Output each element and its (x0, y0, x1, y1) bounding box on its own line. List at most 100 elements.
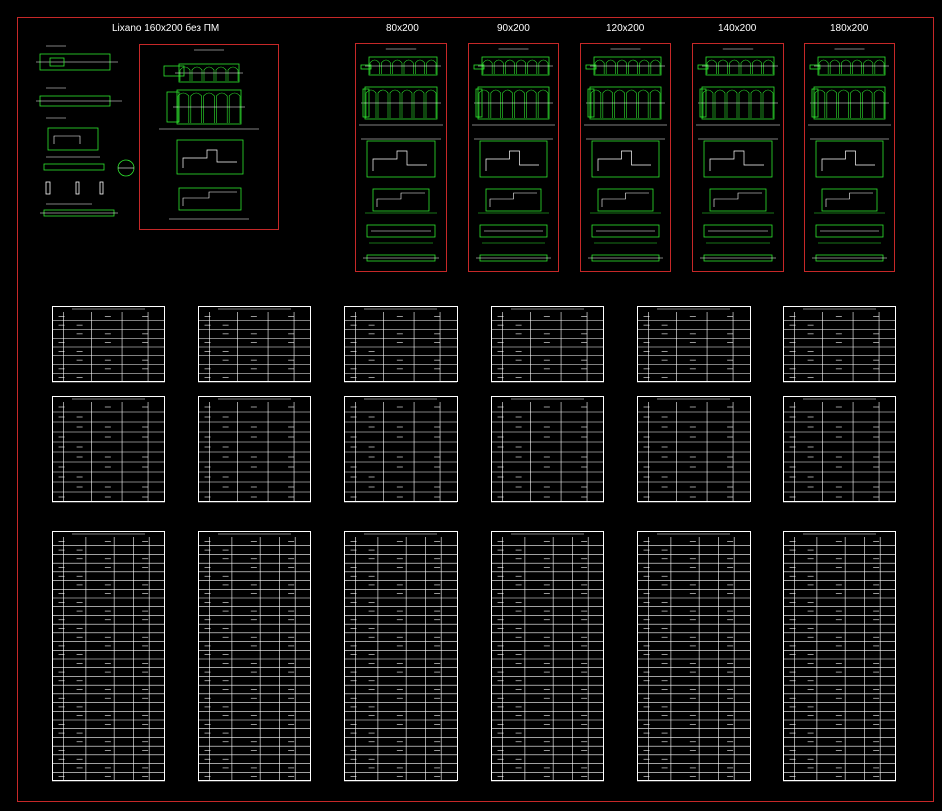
size-title-80: 80x200 (386, 23, 419, 34)
side-panel (587, 88, 595, 118)
panel-arch (752, 59, 762, 74)
panel-arch (718, 59, 728, 74)
table-r1-c3[interactable] (344, 306, 458, 382)
size-title-120: 120x200 (606, 23, 645, 34)
table-r3-c3[interactable] (344, 531, 458, 781)
panel-arch (617, 59, 627, 74)
detail-section (366, 224, 436, 238)
panel-arch (863, 59, 874, 74)
panel-arch (415, 59, 425, 74)
side-outline (182, 191, 237, 206)
panel-arch (538, 59, 549, 74)
panel-arch (873, 89, 885, 118)
panel-arch (638, 89, 649, 118)
table-r1-c6[interactable] (783, 306, 896, 382)
panel-arch (191, 66, 203, 81)
table-r3-c6[interactable] (783, 531, 896, 781)
panel-arch (203, 66, 215, 81)
plan-view (815, 140, 884, 178)
table-r2-c1[interactable] (52, 396, 165, 502)
plan-outline (182, 149, 237, 168)
panel-arch (401, 89, 413, 118)
size-title-180: 180x200 (830, 23, 869, 34)
table-r2-c4[interactable] (491, 396, 604, 502)
plan-view (366, 140, 436, 178)
table-r2-c6[interactable] (783, 396, 896, 502)
table-r1-c2[interactable] (198, 306, 311, 382)
sheet-main[interactable] (139, 44, 279, 230)
side-outline (601, 192, 649, 207)
table-r3-c1[interactable] (52, 531, 165, 781)
detail-block (360, 64, 372, 70)
panel-arch (482, 59, 493, 74)
panel-arch (818, 59, 829, 74)
panel-arch (478, 89, 490, 118)
panel-arch (726, 89, 738, 118)
detail-block (163, 65, 185, 77)
side-outline (713, 192, 762, 207)
side-view (821, 188, 878, 212)
detail-block (697, 64, 709, 70)
panel-arch (605, 59, 616, 74)
panel-arch (215, 66, 227, 81)
sheet-90[interactable] (468, 43, 559, 272)
sheet-140[interactable] (692, 43, 784, 272)
panel-arch (649, 89, 661, 118)
bracket-part (45, 181, 51, 195)
panel-arch (381, 59, 391, 74)
panel-arch (413, 89, 425, 118)
plan-view (703, 140, 773, 178)
panel-arch (874, 59, 885, 74)
table-r1-c5[interactable] (637, 306, 751, 382)
panel-arch (738, 89, 750, 118)
table-r2-c2[interactable] (198, 396, 311, 502)
table-r1-c1[interactable] (52, 306, 165, 382)
table-r2-c5[interactable] (637, 396, 751, 502)
panel-arch (852, 59, 862, 74)
main-title: Lixano 160x200 без ПМ (112, 23, 220, 34)
panel-arch (526, 89, 537, 118)
side-view (597, 188, 654, 212)
sheet-80[interactable] (355, 43, 447, 272)
side-view (709, 188, 767, 212)
side-view (372, 188, 430, 212)
panel-arch (740, 59, 751, 74)
sheet-120[interactable] (580, 43, 671, 272)
table-r3-c4[interactable] (491, 531, 604, 781)
table-r3-c2[interactable] (198, 531, 311, 781)
panel-arch (493, 59, 504, 74)
panel-arch (639, 59, 650, 74)
panel-arch (177, 92, 190, 123)
panel-arch (377, 89, 389, 118)
detail-block (473, 64, 485, 70)
rail-detail (43, 163, 105, 171)
panel-arch (203, 92, 215, 123)
panel-arch (365, 89, 377, 118)
panel-arch (702, 89, 714, 118)
panel-arch (829, 59, 840, 74)
sheet-180[interactable] (804, 43, 895, 272)
panel-arch (838, 89, 849, 118)
outer-frame (17, 17, 934, 802)
detail-section (703, 224, 773, 238)
panel-arch (729, 59, 740, 74)
detail-block (809, 64, 821, 70)
panel-arch (527, 59, 538, 74)
panel-arch (594, 59, 605, 74)
plan-outline (485, 150, 539, 171)
side-panel (362, 88, 370, 118)
panel-arch (841, 59, 851, 74)
panel-arch (628, 59, 638, 74)
component-outline (53, 135, 81, 144)
panel-arch (392, 59, 403, 74)
table-r3-c5[interactable] (637, 531, 751, 781)
plan-view (176, 139, 244, 175)
side-outline (825, 192, 873, 207)
table-r1-c4[interactable] (491, 306, 604, 382)
bracket-part (75, 181, 80, 195)
side-outline (489, 192, 537, 207)
table-r2-c3[interactable] (344, 396, 458, 502)
size-title-140: 140x200 (718, 23, 757, 34)
